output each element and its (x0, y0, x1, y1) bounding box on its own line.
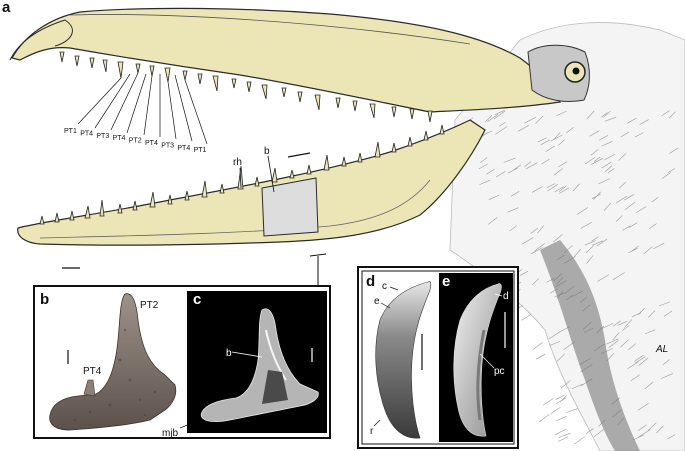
lower-teeth (39, 124, 445, 225)
e-leader (380, 302, 391, 309)
lower-jaw (17, 119, 486, 246)
throat-shading (540, 240, 640, 451)
inset-de-inner-frame (361, 270, 515, 445)
panel-d-tooth (375, 280, 432, 439)
bird-illustration (9, 7, 685, 451)
e-label-d: e (374, 296, 380, 307)
panel-a-label: a (2, 0, 11, 16)
c-leader (389, 286, 399, 291)
tooth-label: PT4 (113, 135, 126, 142)
pupil (572, 67, 580, 75)
inset-bc: b PT2 PT4 mjb c b (33, 285, 331, 439)
tooth-label: PT3 (96, 133, 109, 140)
artist-signature: AL (655, 344, 668, 355)
panel-b-label: b (40, 291, 49, 308)
r-label-d: r (370, 426, 374, 437)
tooth-label: PT4 (145, 140, 158, 147)
d-label-e: d (503, 291, 509, 302)
upper-beak-ridge (69, 14, 471, 45)
pc-label-e: pc (494, 366, 505, 377)
tooth-label: PT2 (129, 138, 142, 145)
rh-leader (239, 167, 242, 189)
b-label-c: b (226, 348, 232, 359)
pc-leader (479, 353, 495, 369)
specimen-b-tooth (49, 293, 177, 431)
tooth-label: PT1 (64, 128, 77, 135)
upper-teeth (59, 51, 433, 123)
b-label-main: b (264, 146, 270, 157)
specimen-b-small-tooth (83, 379, 96, 397)
panel-b-specimen (49, 293, 177, 431)
tooth-label: PT3 (161, 142, 174, 149)
scale-bar-main (287, 152, 311, 158)
mjb-label: mjb (162, 428, 179, 439)
specimen-c-tooth (200, 308, 319, 422)
tooth-label: PT4 (80, 130, 93, 137)
inset-connector-tick (309, 253, 327, 257)
upper-beak (11, 7, 562, 113)
inset-de: d c e r e d pc (357, 266, 519, 449)
eye-patch (527, 44, 590, 103)
tooth-leader-lines (77, 72, 208, 145)
r-leader (373, 419, 381, 427)
panel-d-label: d (366, 273, 375, 290)
panel-e-label: e (442, 273, 450, 290)
d-leader (494, 293, 503, 297)
beak-hook-ridge (9, 19, 73, 61)
b-leader-c (231, 351, 263, 358)
panel-e-tooth (453, 283, 502, 437)
bone-texture (73, 328, 157, 422)
tooth-label: PT4 (177, 145, 190, 152)
pt2-label: PT2 (140, 300, 159, 311)
jaw-section-highlight (261, 177, 319, 237)
specimen-c-highlight (265, 329, 287, 381)
panel-c-label: c (193, 291, 201, 308)
panel-e-pulp-cavity (476, 329, 486, 421)
b-leader (267, 155, 275, 193)
c-label-d: c (382, 281, 387, 292)
rh-label: rh (233, 157, 242, 168)
specimen-c-cavity (262, 370, 288, 404)
pt4-label: PT4 (83, 366, 102, 377)
tooth-label: PT1 (194, 147, 207, 154)
